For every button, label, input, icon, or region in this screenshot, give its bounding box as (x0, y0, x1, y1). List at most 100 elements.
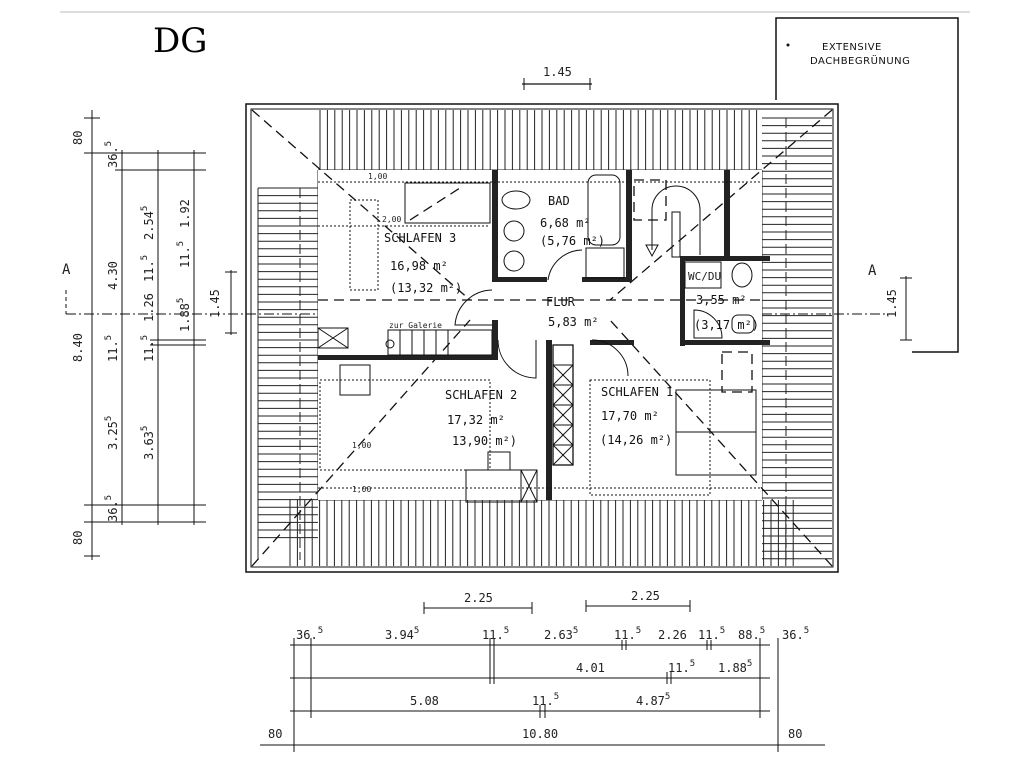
wall-flur-left (492, 320, 498, 360)
height-label-2: 2,00 (382, 215, 401, 224)
ceiling-lines: 1,00 2,00 1,00 1,00 (318, 172, 760, 494)
room-schlafen3: SCHLAFEN 3 16,98 m² (13,32 m²) (384, 231, 462, 295)
dim-bottom-overhang-left: 80 (268, 727, 282, 741)
section-marker-left: A (62, 262, 71, 278)
height-label-4: 1,00 (352, 485, 371, 494)
room-wcdu: WC/DU 3,55 m² (3,17 m²) (684, 261, 759, 332)
dim-left-col2-2: 1.26 (142, 293, 156, 322)
wall-bad-bottom (492, 277, 547, 282)
doors (454, 249, 723, 379)
wall-s1-top (590, 340, 634, 345)
dim-bottom-row1-7: 88.5 (738, 626, 765, 642)
dim-left-col2-0: 2.545 (140, 206, 156, 240)
dim-left-col2-1: 11.5 (140, 255, 156, 282)
dim-bottom-window-2: 2.25 (631, 589, 660, 603)
dim-bottom-row2-1: 11.5 (668, 659, 695, 675)
room-name: BAD (548, 194, 570, 208)
dim-bottom-row3-1: 11.5 (532, 692, 559, 708)
bottom-dimension-chain: 2.25 2.25 36.5 3.945 11.5 2.635 11.5 2.26 11.5… (260, 589, 825, 752)
spiral-stair (633, 179, 701, 258)
washbasin-1 (503, 220, 525, 242)
dim-left-col1-4: 36.5 (104, 495, 120, 522)
roof-hatch-top (318, 110, 762, 171)
room-flur: FLUR 5,83 m² (546, 295, 599, 329)
wall-wc-bottom (680, 340, 770, 345)
bullet-icon (786, 43, 790, 47)
washbasin-2 (503, 250, 525, 272)
bathtub (587, 174, 621, 246)
wall-wc-top (680, 256, 770, 261)
dim-left-col1-3: 3.255 (104, 416, 120, 450)
dim-left-col1-2: 11.5 (104, 335, 120, 362)
dim-left-col2-3: 11.5 (140, 335, 156, 362)
left-window-dimension: 1.45 (208, 270, 237, 335)
room-area: 5,83 m² (548, 315, 599, 329)
wc-basin (731, 314, 755, 334)
dim-left-col3-2: 1.885 (176, 298, 192, 332)
dim-left-col1-1: 4.30 (106, 261, 120, 290)
dim-left-col3-0: 1.92 (178, 199, 192, 228)
wall-stair-right (724, 170, 730, 260)
green-roof-note: EXTENSIVE DACHBEGRÜNUNG (775, 17, 959, 353)
room-name: SCHLAFEN 3 (384, 231, 456, 245)
dim-left-overhang-bottom: 80 (71, 531, 85, 545)
wall-bad-bottom-2 (582, 277, 632, 282)
wall-bad-right (626, 170, 632, 280)
room-area: 17,70 m² (601, 409, 659, 423)
roof-hatch-bottom (289, 499, 794, 566)
dim-bottom-row3-2: 4.875 (636, 692, 670, 708)
dim-left-col1-0: 36.5 (104, 141, 120, 168)
door-bad (547, 249, 583, 281)
dim-bottom-row1-1: 3.945 (385, 626, 419, 642)
hip-lines (251, 109, 833, 567)
wall-wc-left (680, 256, 685, 346)
door-wcdu (693, 309, 723, 339)
door-schlafen2 (497, 339, 537, 379)
interior-floor (318, 170, 762, 500)
dim-left-total: 8.40 (71, 333, 85, 362)
room-bad: BAD 6,68 m² (5,76 m²) (540, 194, 605, 248)
room-schlafen2: SCHLAFEN 2 17,32 m² 13,90 m²) (445, 388, 517, 448)
wc-toilet (731, 262, 753, 288)
dim-bottom-row2-2: 1.885 (718, 659, 752, 675)
room-schlafen1: SCHLAFEN 1 17,70 m² (14,26 m²) (600, 385, 673, 447)
room-name: SCHLAFEN 2 (445, 388, 517, 402)
dim-bottom-row1-6: 11.5 (698, 626, 725, 642)
knee-wall-s3 (349, 199, 379, 291)
room-net-area: (13,32 m²) (390, 281, 462, 295)
room-name: SCHLAFEN 1 (601, 385, 673, 399)
dim-left-window: 1.45 (208, 289, 222, 318)
room-net-area: (5,76 m²) (540, 234, 605, 248)
shower-tray (585, 247, 625, 279)
dim-bottom-overhang-right: 80 (788, 727, 802, 741)
room-area: 17,32 m² (447, 413, 505, 427)
wall-s2-s1 (546, 340, 552, 500)
right-window-dimension: 1.45 (885, 276, 912, 341)
furniture (319, 182, 757, 503)
height-label-1: 1,00 (368, 172, 387, 181)
room-area: 6,68 m² (540, 216, 591, 230)
dim-bottom-row3-0: 5.08 (410, 694, 439, 708)
dim-bottom-row1-4: 11.5 (614, 626, 641, 642)
dim-bottom-row1-3: 2.635 (544, 626, 578, 642)
staircase: zur Galerie (385, 321, 493, 356)
room-area: 16,98 m² (390, 259, 448, 273)
dim-bottom-total: 10.80 (522, 727, 558, 741)
dim-bottom-row1-0: 36.5 (296, 626, 323, 642)
room-net-area: (3,17 m²) (694, 318, 759, 332)
note-line-1: EXTENSIVE (822, 42, 882, 53)
shaft-blocks (317, 327, 574, 503)
dim-left-overhang-top: 80 (71, 131, 85, 145)
wall-s3-bottom (318, 355, 498, 360)
dim-bottom-window-1: 2.25 (464, 591, 493, 605)
dim-top-window: 1.45 (543, 65, 572, 79)
dim-bottom-row1-2: 11.5 (482, 626, 509, 642)
dim-left-col3-1: 11.5 (176, 241, 192, 268)
dim-right-window: 1.45 (885, 289, 899, 318)
dim-left-col2-4: 3.635 (140, 426, 156, 460)
plan-title: DG (153, 21, 207, 61)
dim-bottom-row1-5: 2.26 (658, 628, 687, 642)
top-window-dimension: 1.45 (522, 65, 592, 90)
bathroom-fixtures (501, 174, 755, 334)
